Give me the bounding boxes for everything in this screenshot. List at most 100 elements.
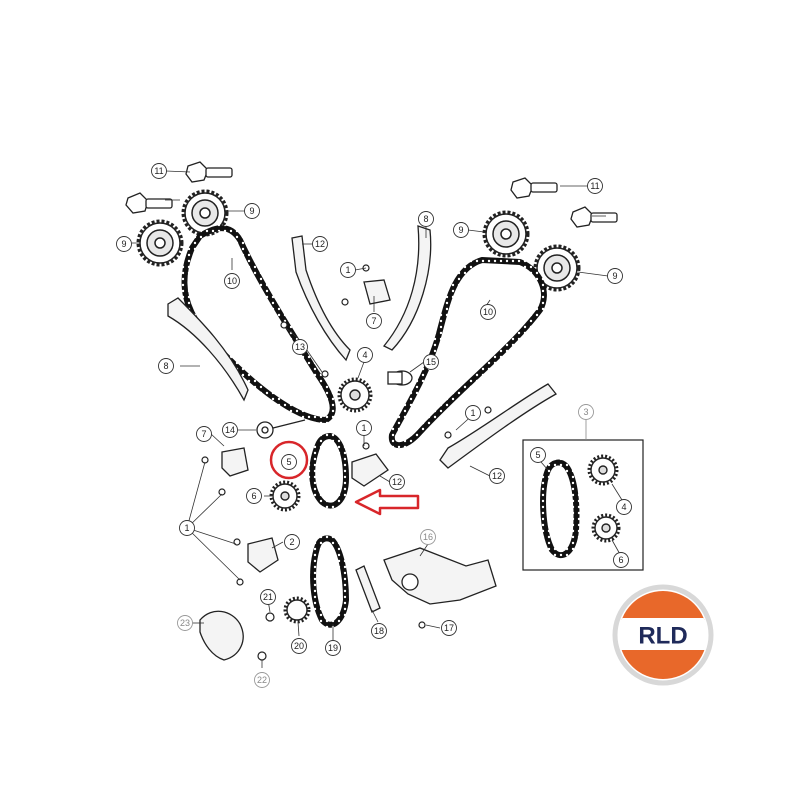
callout-6: 6: [246, 488, 262, 504]
svg-text:15: 15: [426, 357, 436, 367]
svg-text:1: 1: [361, 423, 366, 433]
oil-pump-chain: [310, 535, 349, 628]
front-cover-23: [199, 610, 244, 661]
svg-text:11: 11: [154, 166, 163, 176]
svg-text:12: 12: [492, 471, 502, 481]
callout-6-inset: 6: [613, 552, 629, 568]
callout-5: 5: [281, 454, 297, 470]
left-tensioner-7: [221, 447, 249, 477]
upper-tensioner-7: [363, 279, 391, 305]
callout-8: 8: [418, 211, 434, 227]
svg-text:9: 9: [458, 225, 463, 235]
callout-3: 3: [578, 404, 594, 420]
svg-text:13: 13: [295, 342, 305, 352]
oil-pump-guide-18: [355, 565, 381, 613]
svg-text:10: 10: [483, 307, 493, 317]
right-chain-guide: [439, 383, 557, 469]
right-cam-chain: [388, 257, 547, 449]
svg-text:4: 4: [362, 350, 367, 360]
primary-tensioner: [351, 453, 389, 487]
right-tensioner-arm: [382, 225, 432, 351]
callout-11: 11: [151, 163, 167, 179]
callout-5-inset: 5: [530, 447, 546, 463]
highlight-circle: [269, 440, 309, 480]
callout-1: 1: [179, 520, 195, 536]
callout-20: 20: [291, 638, 307, 654]
callout-8: 8: [158, 358, 174, 374]
bolts: [201, 264, 492, 661]
svg-text:18: 18: [374, 626, 384, 636]
callout-7: 7: [196, 426, 212, 442]
svg-text:10: 10: [227, 276, 237, 286]
svg-text:12: 12: [315, 239, 325, 249]
svg-text:9: 9: [121, 239, 126, 249]
svg-text:11: 11: [590, 181, 599, 191]
highlight-part-5: [269, 440, 420, 516]
svg-text:7: 7: [371, 316, 376, 326]
left-cam-phaser-lower: [136, 219, 184, 267]
oil-pump-16: [383, 547, 497, 605]
svg-text:7: 7: [201, 429, 206, 439]
svg-text:8: 8: [423, 214, 428, 224]
washer-14: [256, 419, 306, 439]
callout-22: 22: [254, 672, 270, 688]
primary-chain: [309, 433, 349, 509]
left-cam-phaser-upper: [181, 189, 229, 237]
callout-12: 12: [312, 236, 328, 252]
right-cam-phaser-upper: [482, 210, 530, 258]
callout-9: 9: [607, 268, 623, 284]
callout-1: 1: [356, 420, 372, 436]
callout-18: 18: [371, 623, 387, 639]
svg-text:9: 9: [612, 271, 617, 281]
svg-text:2: 2: [289, 537, 294, 547]
left-tensioner-arm: [167, 297, 249, 402]
svg-text:6: 6: [251, 491, 256, 501]
right-cam-phaser-lower: [533, 244, 581, 292]
svg-text:21: 21: [263, 592, 273, 602]
rld-logo: RLD: [612, 584, 714, 686]
idler-sprocket: [337, 377, 373, 413]
svg-text:3: 3: [583, 407, 588, 417]
callout-12: 12: [389, 474, 405, 490]
svg-text:16: 16: [423, 532, 433, 542]
bracket-2: [247, 537, 279, 573]
svg-text:20: 20: [294, 641, 304, 651]
svg-text:19: 19: [328, 643, 338, 653]
svg-text:14: 14: [225, 425, 235, 435]
callout-10: 10: [224, 273, 240, 289]
callout-1: 1: [340, 262, 356, 278]
idler-shaft: [387, 370, 413, 386]
callout-21: 21: [260, 589, 276, 605]
logo-text: RLD: [638, 623, 687, 650]
left-chain-guide: [291, 235, 351, 362]
callout-4: 4: [357, 347, 373, 363]
svg-text:5: 5: [535, 450, 540, 460]
callout-15: 15: [423, 354, 439, 370]
oil-pump-sprocket: [283, 596, 311, 624]
callout-14: 14: [222, 422, 238, 438]
svg-text:8: 8: [163, 361, 168, 371]
crank-sprocket: [269, 480, 301, 512]
svg-text:1: 1: [345, 265, 350, 275]
svg-text:1: 1: [184, 523, 189, 533]
svg-text:4: 4: [621, 502, 626, 512]
inset-kit-box: [522, 420, 644, 571]
highlight-arrow: [354, 488, 420, 516]
callout-13: 13: [292, 339, 308, 355]
callout-4-inset: 4: [616, 499, 632, 515]
callout-1: 1: [465, 405, 481, 421]
left-cam-bolts: [125, 161, 233, 214]
leader-lines: [132, 170, 609, 668]
callout-9: 9: [116, 236, 132, 252]
svg-text:6: 6: [618, 555, 623, 565]
svg-text:1: 1: [470, 408, 475, 418]
callout-19: 19: [325, 640, 341, 656]
svg-text:23: 23: [180, 618, 190, 628]
left-cam-chain: [181, 225, 336, 423]
callout-7: 7: [366, 313, 382, 329]
svg-text:5: 5: [286, 457, 291, 467]
callout-17: 17: [441, 620, 457, 636]
callout-23: 23: [177, 615, 193, 631]
svg-text:22: 22: [257, 675, 267, 685]
